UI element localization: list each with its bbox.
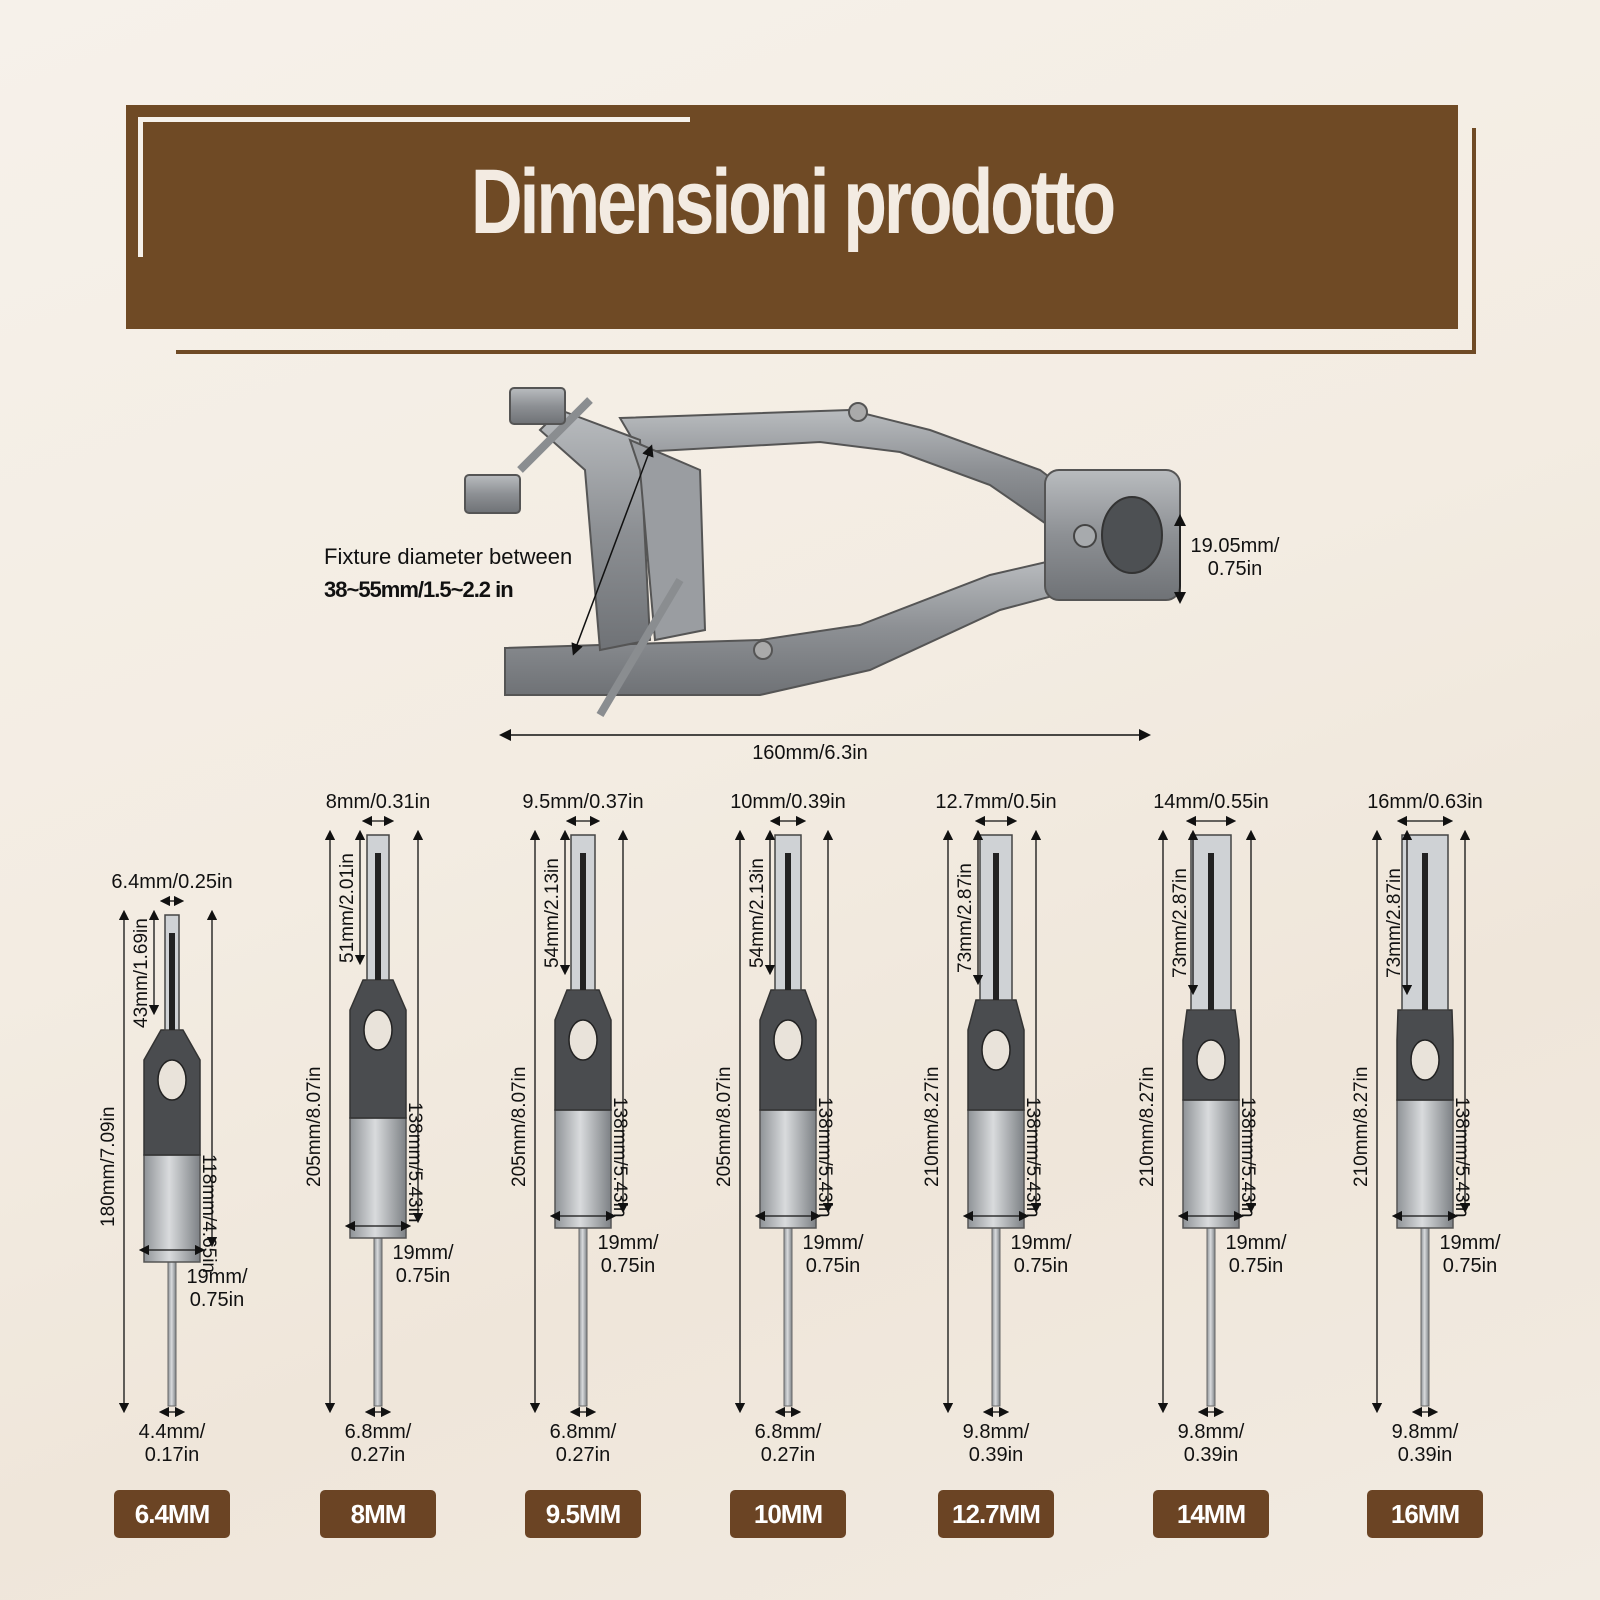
blade-flute	[375, 853, 381, 980]
bit-window	[157, 1059, 187, 1101]
bit-shank	[967, 1109, 1025, 1229]
bit-size-badge: 6.4MM	[114, 1490, 230, 1538]
bit-shank-diameter-label: 19mm/0.75in	[1225, 1232, 1287, 1277]
blade-flute	[993, 853, 999, 1000]
bit-blade-length-label: 54mm/2.13in	[747, 857, 768, 968]
bit-shank-diameter-label: 19mm/0.75in	[802, 1232, 864, 1277]
bit-size-badge: 14MM	[1153, 1490, 1269, 1538]
bit-shank	[1182, 1099, 1240, 1229]
fixture-diameter-value: 38~55mm/1.5~2.2 in	[324, 577, 514, 602]
blade-flute	[1208, 853, 1214, 1010]
bit-body-length-label: 138mm/5.43in	[1451, 1096, 1472, 1217]
bit-total-length-label: 205mm/8.07in	[714, 1066, 735, 1187]
bit-width-label: 6.4mm/0.25in	[111, 871, 233, 893]
bit-width-label: 14mm/0.55in	[1153, 791, 1269, 813]
bit-body-length-label: 138mm/5.43in	[814, 1096, 835, 1217]
bit-width-label: 10mm/0.39in	[730, 791, 846, 813]
bit-window	[981, 1029, 1011, 1071]
bit-body-length-label: 118mm/4.65in	[198, 1153, 219, 1273]
mortise-fixture	[464, 387, 1181, 718]
bit-window	[1410, 1039, 1440, 1081]
bit-shank	[349, 1117, 407, 1239]
bit-width-label: 16mm/0.63in	[1367, 791, 1483, 813]
bit-shank-diameter-label: 19mm/0.75in	[186, 1266, 248, 1311]
bit-shank-diameter-label: 19mm/0.75in	[1010, 1232, 1072, 1277]
bit-total-length-label: 205mm/8.07in	[509, 1066, 530, 1187]
bit-drill-diameter-label: 9.8mm/0.39in	[1391, 1421, 1459, 1466]
bit-body-length-label: 138mm/5.43in	[609, 1096, 630, 1217]
bit-body-length-label: 138mm/5.43in	[1237, 1096, 1258, 1217]
bit-width-label: 9.5mm/0.37in	[522, 791, 644, 813]
fixture-length-label: 160mm/6.3in	[752, 742, 868, 764]
blade-flute	[580, 853, 586, 990]
bit-total-length-label: 180mm/7.09in	[98, 1106, 119, 1227]
chisel-bits	[118, 815, 1471, 1418]
bit-shank	[1396, 1099, 1454, 1229]
bit-drill-diameter-label: 6.8mm/0.27in	[754, 1421, 822, 1466]
bit-blade-length-label: 73mm/2.87in	[1170, 867, 1191, 978]
bit-window	[773, 1019, 803, 1061]
bit-window	[1196, 1039, 1226, 1081]
bit-shank-diameter-label: 19mm/0.75in	[1439, 1232, 1501, 1277]
bit-drill-diameter-label: 9.8mm/0.39in	[1177, 1421, 1245, 1466]
bit-blade-length-label: 51mm/2.01in	[337, 852, 358, 963]
bit-size-badge: 10MM	[730, 1490, 846, 1538]
bit-total-length-label: 210mm/8.27in	[922, 1066, 943, 1187]
page-title: Dimensioni prodotto	[470, 151, 1116, 253]
bit-width-label: 8mm/0.31in	[325, 791, 431, 813]
bit-size-badge: 16MM	[1367, 1490, 1483, 1538]
bit-blade-length-label: 43mm/1.69in	[131, 917, 152, 1028]
bit-body-length-label: 138mm/5.43in	[1022, 1096, 1043, 1217]
bore-diameter-label: 19.05mm/0.75in	[1190, 535, 1280, 580]
bit-shank	[759, 1109, 817, 1229]
bit-blade-length-label: 73mm/2.87in	[1384, 867, 1405, 978]
banner-accent-line	[138, 117, 690, 122]
bit-size-badge: 12.7MM	[938, 1490, 1054, 1538]
fixture-diameter-label: Fixture diameter between	[324, 544, 573, 569]
bit-drill-diameter-label: 6.8mm/0.27in	[549, 1421, 617, 1466]
blade-flute	[1422, 853, 1428, 1010]
bit-shank-diameter-label: 19mm/0.75in	[392, 1242, 454, 1287]
bit-total-length-label: 205mm/8.07in	[304, 1066, 325, 1187]
bit-shank-diameter-label: 19mm/0.75in	[597, 1232, 659, 1277]
bit-blade-length-label: 54mm/2.13in	[542, 857, 563, 968]
bit-total-length-label: 210mm/8.27in	[1137, 1066, 1158, 1187]
bit-width-label: 12.7mm/0.5in	[935, 791, 1057, 813]
banner-accent-line	[138, 117, 143, 257]
bit-drill-diameter-label: 6.8mm/0.27in	[344, 1421, 412, 1466]
bit-shank	[143, 1154, 201, 1263]
bit-shank	[554, 1109, 612, 1229]
blade-flute	[169, 933, 175, 1030]
bit-size-badge: 9.5MM	[525, 1490, 641, 1538]
blade-flute	[785, 853, 791, 990]
bit-window	[568, 1019, 598, 1061]
bit-body-length-label: 138mm/5.43in	[404, 1101, 425, 1222]
bit-drill-diameter-label: 4.4mm/0.17in	[138, 1421, 206, 1466]
bit-size-badge: 8MM	[320, 1490, 436, 1538]
bit-total-length-label: 210mm/8.27in	[1351, 1066, 1372, 1187]
bit-window	[363, 1009, 393, 1051]
bit-blade-length-label: 73mm/2.87in	[955, 862, 976, 973]
banner-shadow-frame	[176, 128, 1476, 354]
title-banner	[126, 105, 1458, 329]
bit-drill-diameter-label: 9.8mm/0.39in	[962, 1421, 1030, 1466]
